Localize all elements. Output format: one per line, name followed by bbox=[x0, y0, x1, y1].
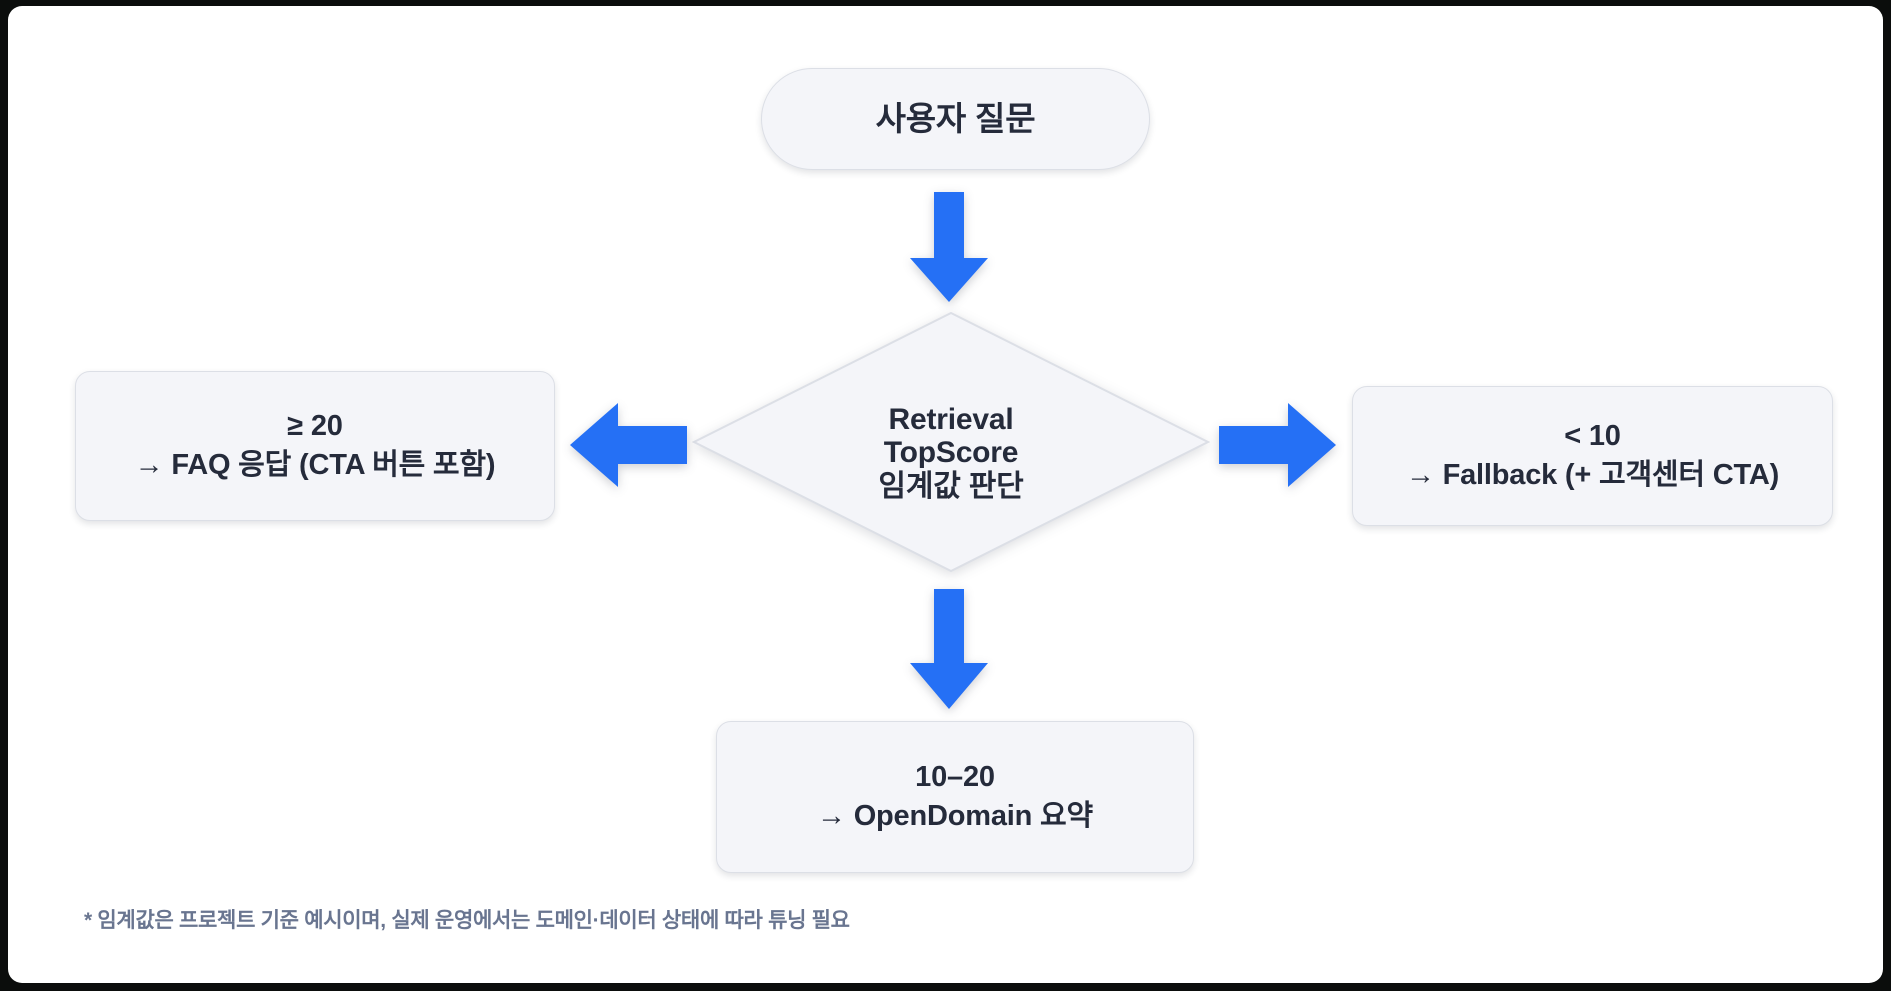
arrow-down-decision-to-mid bbox=[908, 589, 990, 709]
node-branch-high-score[interactable]: ≥ 20 → FAQ 응답 (CTA 버튼 포함) bbox=[75, 371, 555, 521]
node-branch-mid-condition: 10–20 bbox=[915, 761, 995, 794]
node-branch-low-action: → Fallback (+ 고객센터 CTA) bbox=[1405, 459, 1780, 491]
diagram-footnote: * 임계값은 프로젝트 기준 예시이며, 실제 운영에서는 도메인·데이터 상태… bbox=[84, 909, 850, 932]
node-decision-line2: TopScore bbox=[883, 436, 1019, 470]
node-decision-retrieval-topscore[interactable]: Retrieval TopScore 임계값 판단 bbox=[692, 311, 1210, 573]
node-decision-text-block: Retrieval TopScore 임계값 판단 bbox=[692, 311, 1210, 573]
arrow-down-start-to-decision bbox=[908, 192, 990, 302]
node-branch-mid-score[interactable]: 10–20 → OpenDomain 요약 bbox=[716, 721, 1194, 873]
node-user-question-label: 사용자 질문 bbox=[875, 100, 1036, 138]
node-decision-line1: Retrieval bbox=[888, 402, 1014, 436]
node-user-question[interactable]: 사용자 질문 bbox=[761, 68, 1150, 170]
node-branch-low-condition: < 10 bbox=[1564, 420, 1621, 453]
node-decision-line3: 임계값 판단 bbox=[878, 469, 1024, 503]
node-branch-high-action: → FAQ 응답 (CTA 버튼 포함) bbox=[134, 449, 496, 481]
arrow-left-decision-to-high bbox=[570, 402, 688, 488]
node-branch-mid-action: → OpenDomain 요약 bbox=[817, 800, 1093, 832]
node-branch-low-score[interactable]: < 10 → Fallback (+ 고객센터 CTA) bbox=[1352, 386, 1833, 526]
diamond-shape bbox=[692, 311, 1210, 573]
node-branch-high-condition: ≥ 20 bbox=[287, 410, 343, 443]
arrow-right-decision-to-low bbox=[1218, 402, 1337, 488]
diagram-canvas: 사용자 질문 Retrieval TopScore 임계값 판단 bbox=[8, 6, 1883, 983]
